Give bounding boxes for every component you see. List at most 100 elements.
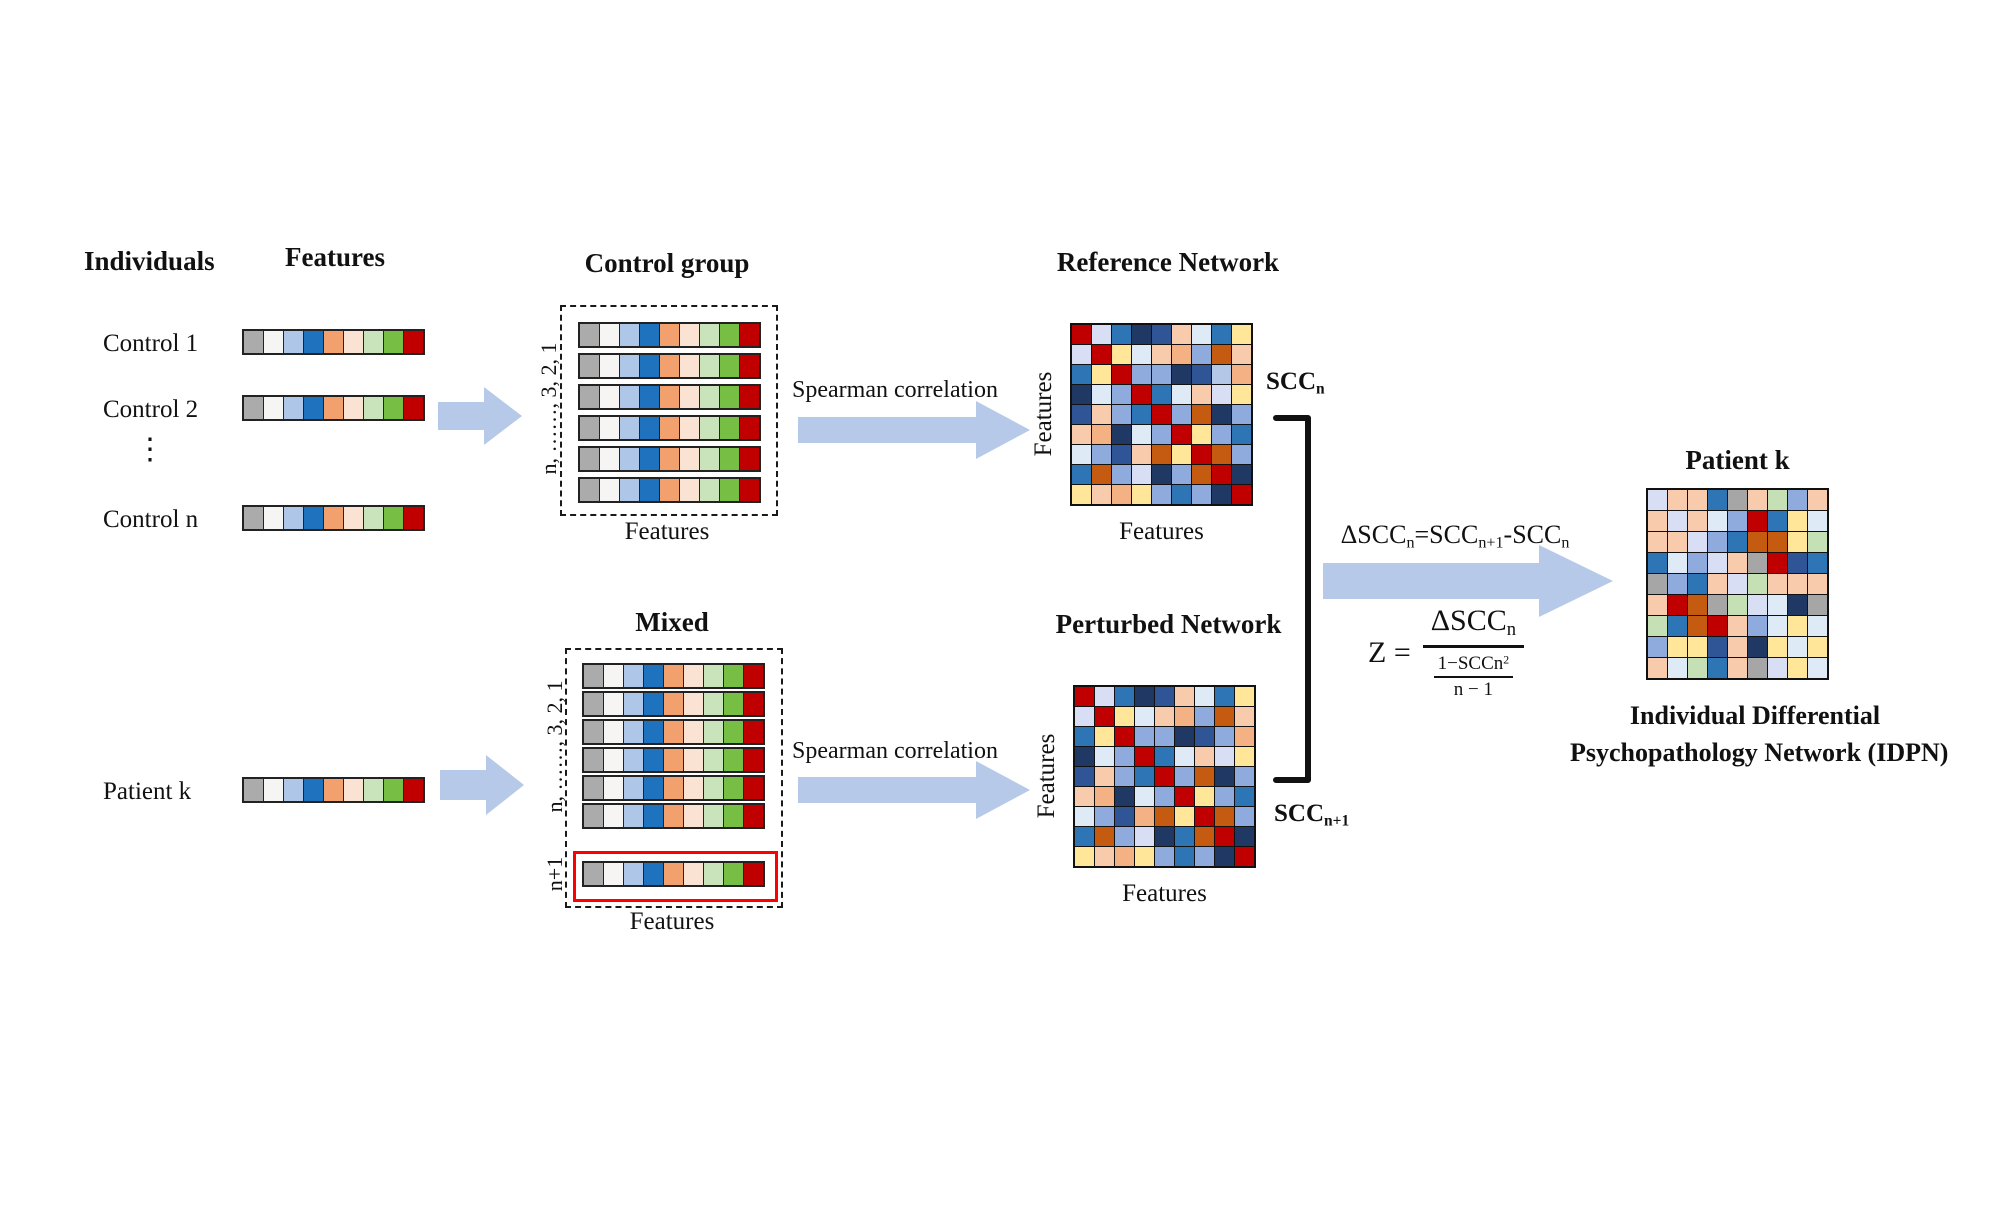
matrix-cell — [1172, 485, 1191, 504]
control-group-box — [560, 305, 778, 516]
matrix-cell — [1115, 747, 1134, 766]
feature-cell — [384, 331, 403, 353]
feature-cell — [584, 805, 603, 827]
matrix-cell — [1152, 365, 1171, 384]
matrix-cell — [1668, 616, 1687, 636]
matrix-cell — [1175, 767, 1194, 786]
formula-token: n+1 — [1478, 534, 1504, 552]
formula-token: ΔSCC — [1340, 520, 1407, 549]
feature-cell — [740, 355, 759, 377]
feature-cell — [660, 355, 679, 377]
matrix-cell — [1788, 532, 1807, 552]
matrix-cell — [1215, 747, 1234, 766]
matrix-cell — [1112, 425, 1131, 444]
feature-cell — [580, 386, 599, 408]
matrix-cell — [1192, 465, 1211, 484]
scc-n-plus-1-label: SCCn+1 — [1274, 800, 1349, 830]
feature-cell — [684, 863, 703, 885]
reference-network-matrix — [1070, 323, 1253, 506]
matrix-cell — [1668, 595, 1687, 615]
patient-k-title: Patient k — [1685, 445, 1790, 475]
feature-cell — [720, 417, 739, 439]
feature-cell — [304, 779, 323, 801]
matrix-cell — [1768, 637, 1787, 657]
matrix-cell — [1075, 827, 1094, 846]
matrix-cell — [1708, 490, 1727, 510]
z-score-formula: Z = ΔSCCn 1−SCCn2 n − 1 — [1368, 604, 1525, 701]
matrix-cell — [1115, 827, 1134, 846]
feature-cell — [664, 749, 683, 771]
reference-network-y-axis-label: Features — [1030, 371, 1057, 457]
feature-cell — [744, 749, 763, 771]
feature-cell — [344, 397, 363, 419]
matrix-cell — [1072, 345, 1091, 364]
individuals-header: Individuals — [84, 246, 215, 276]
formula-token: n — [1316, 380, 1325, 398]
matrix-cell — [1708, 574, 1727, 594]
feature-cell — [264, 397, 283, 419]
feature-cell — [604, 863, 623, 885]
feature-cell — [664, 693, 683, 715]
feature-cell — [644, 665, 663, 687]
matrix-cell — [1212, 405, 1231, 424]
formula-token: 1−SCCn — [1437, 653, 1504, 675]
matrix-cell — [1215, 767, 1234, 786]
matrix-cell — [1748, 574, 1767, 594]
feature-cell — [624, 805, 643, 827]
feature-cell — [344, 331, 363, 353]
feature-cell — [584, 863, 603, 885]
formula-token: ΔSCC — [1430, 604, 1507, 637]
matrix-cell — [1215, 727, 1234, 746]
feature-cell — [600, 417, 619, 439]
matrix-cell — [1075, 787, 1094, 806]
matrix-cell — [1232, 365, 1251, 384]
matrix-cell — [1232, 325, 1251, 344]
matrix-cell — [1075, 727, 1094, 746]
z-formula-lhs: Z = — [1368, 635, 1411, 669]
matrix-cell — [1192, 405, 1211, 424]
matrix-cell — [1215, 787, 1234, 806]
feature-cell — [704, 721, 723, 743]
matrix-cell — [1072, 325, 1091, 344]
feature-cell — [404, 507, 423, 529]
matrix-cell — [1072, 425, 1091, 444]
matrix-cell — [1112, 385, 1131, 404]
matrix-cell — [1175, 787, 1194, 806]
feature-cell — [584, 777, 603, 799]
matrix-cell — [1132, 425, 1151, 444]
feature-cell — [724, 749, 743, 771]
feature-cell — [680, 417, 699, 439]
matrix-cell — [1135, 807, 1154, 826]
matrix-cell — [1648, 553, 1667, 573]
matrix-cell — [1135, 767, 1154, 786]
matrix-cell — [1215, 707, 1234, 726]
feature-cell — [344, 779, 363, 801]
feature-cell — [640, 479, 659, 501]
feature-cell — [304, 331, 323, 353]
matrix-cell — [1212, 485, 1231, 504]
feature-cell — [604, 777, 623, 799]
matrix-cell — [1808, 637, 1827, 657]
feature-cell — [704, 805, 723, 827]
matrix-cell — [1135, 747, 1154, 766]
feature-cell — [660, 324, 679, 346]
matrix-cell — [1132, 325, 1151, 344]
matrix-cell — [1192, 425, 1211, 444]
patient-row-highlight-box — [573, 851, 778, 902]
matrix-cell — [1788, 595, 1807, 615]
result-arrow-icon — [1323, 545, 1613, 617]
matrix-cell — [1768, 511, 1787, 531]
matrix-cell — [1232, 385, 1251, 404]
matrix-cell — [1075, 847, 1094, 866]
matrix-cell — [1648, 616, 1667, 636]
matrix-cell — [1115, 707, 1134, 726]
matrix-cell — [1095, 707, 1114, 726]
feature-cell — [284, 331, 303, 353]
feature-cell — [684, 665, 703, 687]
reference-network-x-axis-label: Features — [1119, 518, 1204, 545]
feature-cell — [684, 693, 703, 715]
matrix-cell — [1668, 553, 1687, 573]
matrix-cell — [1115, 727, 1134, 746]
feature-cell — [624, 863, 643, 885]
matrix-cell — [1235, 787, 1254, 806]
